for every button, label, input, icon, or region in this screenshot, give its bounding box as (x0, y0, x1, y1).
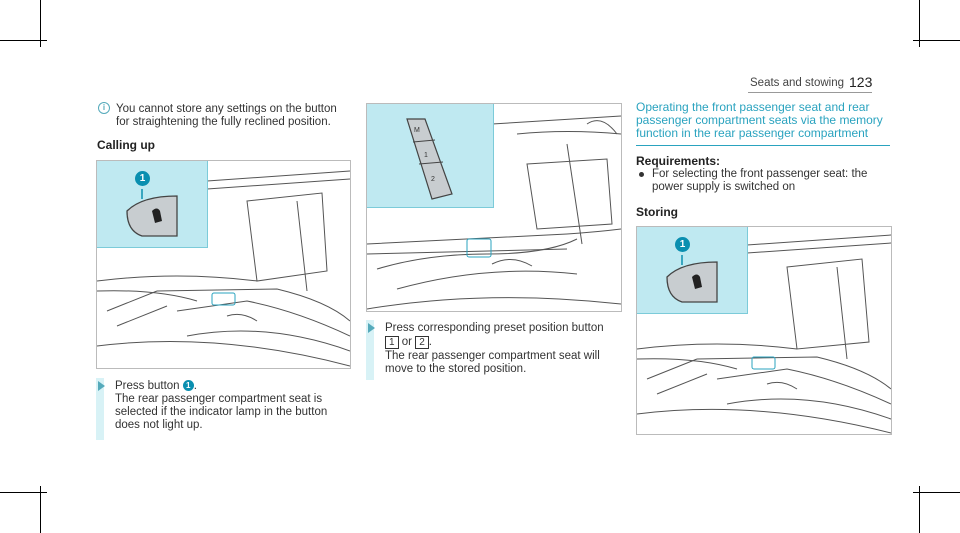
seat-button-detail (666, 255, 718, 303)
crop-mark (919, 486, 920, 533)
door-illustration (637, 234, 891, 434)
storing-heading: Storing (636, 205, 678, 219)
requirements-heading: Requirements: (636, 154, 721, 168)
calling-up-step: Press button 1. (115, 380, 350, 393)
crop-mark (913, 492, 960, 493)
step-arrow-icon (98, 381, 105, 391)
crop-mark (40, 0, 41, 47)
memory-key-2: 2 (415, 336, 429, 349)
section-title: Operating the front passenger seat and r… (636, 100, 883, 140)
key-or: or (401, 336, 412, 348)
door-illustration (367, 115, 621, 310)
page-number: 123 (849, 74, 873, 90)
memory-buttons-inset: M 1 2 (367, 104, 494, 208)
bullet-icon (639, 172, 644, 177)
crop-mark (0, 40, 47, 41)
preset-step: Press corresponding preset position butt… (385, 322, 604, 334)
step-text: Press button (115, 380, 180, 392)
requirement-item: For selecting the front passenger seat: … (652, 168, 868, 193)
step-arrow-icon (368, 323, 375, 333)
button-inset: 1 (97, 161, 208, 248)
step-bar (366, 320, 374, 380)
calling-up-result: The rear passenger compartment seat is s… (115, 393, 328, 431)
crop-mark (0, 492, 47, 493)
section-header: Seats and stowing (750, 77, 844, 89)
callout-badge: 1 (182, 380, 194, 391)
figure-calling-up: 1 (96, 160, 351, 369)
header-rule (748, 92, 872, 93)
info-icon: i (98, 102, 110, 114)
callout-1: 1 (675, 237, 690, 252)
memory-key-1: 1 (385, 336, 399, 349)
memory-button-panel (406, 118, 453, 200)
crop-mark (919, 0, 920, 47)
title-rule (636, 145, 890, 146)
step-suffix: . (193, 380, 197, 392)
note-text: You cannot store any settings on the but… (116, 103, 337, 128)
crop-mark (40, 486, 41, 533)
figure-preset-buttons: M 1 2 (366, 103, 622, 312)
preset-keys: 1 or 2. (385, 336, 432, 349)
step-bar (96, 378, 104, 440)
preset-result: The rear passenger compartment seat will… (385, 350, 600, 375)
figure-storing: 1 (636, 226, 892, 435)
memory-2-label: 2 (431, 176, 435, 183)
seat-button-detail (126, 189, 178, 237)
crop-mark (913, 40, 960, 41)
door-illustration (97, 170, 350, 367)
memory-m-label: M (414, 127, 420, 134)
memory-1-label: 1 (424, 152, 428, 159)
key-end: . (428, 336, 432, 348)
callout-1: 1 (135, 171, 150, 186)
button-inset: 1 (637, 227, 748, 314)
calling-up-heading: Calling up (97, 138, 155, 152)
